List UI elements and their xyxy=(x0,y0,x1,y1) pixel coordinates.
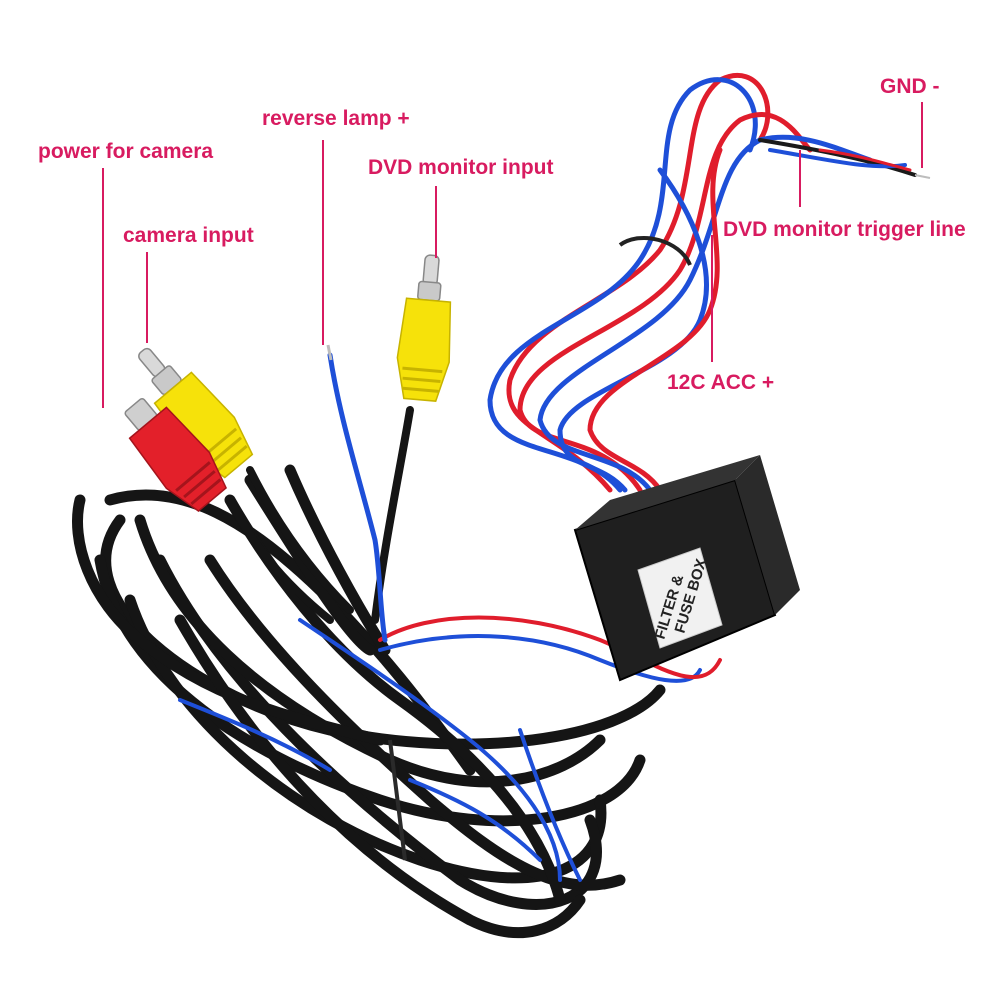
power-for-camera-plug xyxy=(124,397,227,512)
reverse-lamp-wire-tip xyxy=(326,344,333,361)
red-blue-wire-bundle xyxy=(487,72,873,493)
bundle-zip-tie xyxy=(618,235,692,266)
gnd-wire xyxy=(758,138,917,177)
label-dvd-monitor-trigger-line: DVD monitor trigger line xyxy=(723,218,966,241)
red-wire-end xyxy=(818,148,912,172)
label-dvd-monitor-input: DVD monitor input xyxy=(368,156,554,179)
label-reverse-lamp: reverse lamp + xyxy=(262,107,410,130)
blue-wire-runs xyxy=(178,618,702,882)
label-gnd: GND - xyxy=(880,75,940,98)
leader-lines xyxy=(102,102,923,408)
reverse-lamp-wire xyxy=(327,352,388,643)
label-12c-acc: 12C ACC + xyxy=(667,371,775,394)
coil-zip-tie xyxy=(388,739,407,861)
label-camera-input: camera input xyxy=(123,224,254,247)
camera-input-plug xyxy=(138,347,254,479)
dvd-monitor-input-plug xyxy=(396,254,452,402)
fuse-box: FILTER & FUSE BOX xyxy=(573,455,800,682)
gnd-wire-tip xyxy=(914,174,931,179)
red-wire-run xyxy=(378,615,722,680)
label-power-for-camera: power for camera xyxy=(38,140,214,163)
